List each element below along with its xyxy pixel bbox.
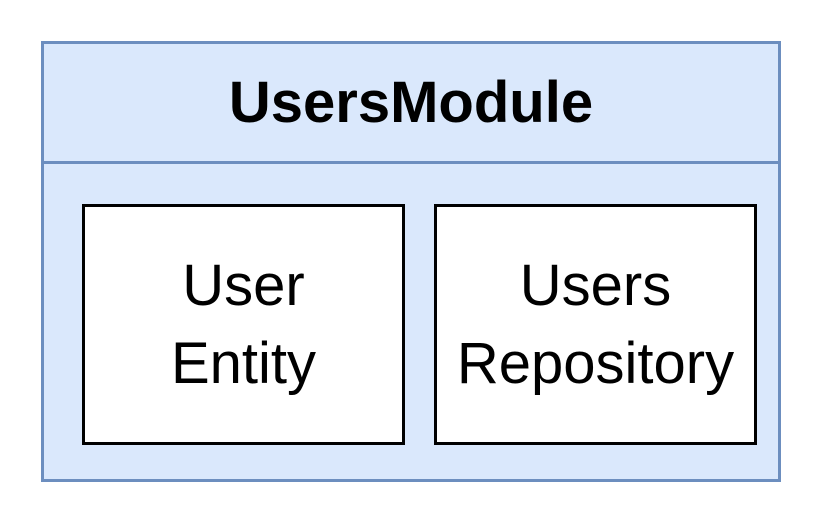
users-repository-box: Users Repository <box>434 204 757 445</box>
module-header: UsersModule <box>44 44 778 164</box>
user-entity-label-line-2: Entity <box>170 330 317 396</box>
users-repository-label-line-1: Users <box>519 252 672 318</box>
module-title: UsersModule <box>228 70 594 135</box>
user-entity-box: User Entity <box>82 204 405 445</box>
user-entity-label-line-1: User <box>182 252 305 318</box>
users-repository-label-line-2: Repository <box>456 330 735 396</box>
users-module-container: UsersModule User Entity Users Repository <box>41 41 781 482</box>
